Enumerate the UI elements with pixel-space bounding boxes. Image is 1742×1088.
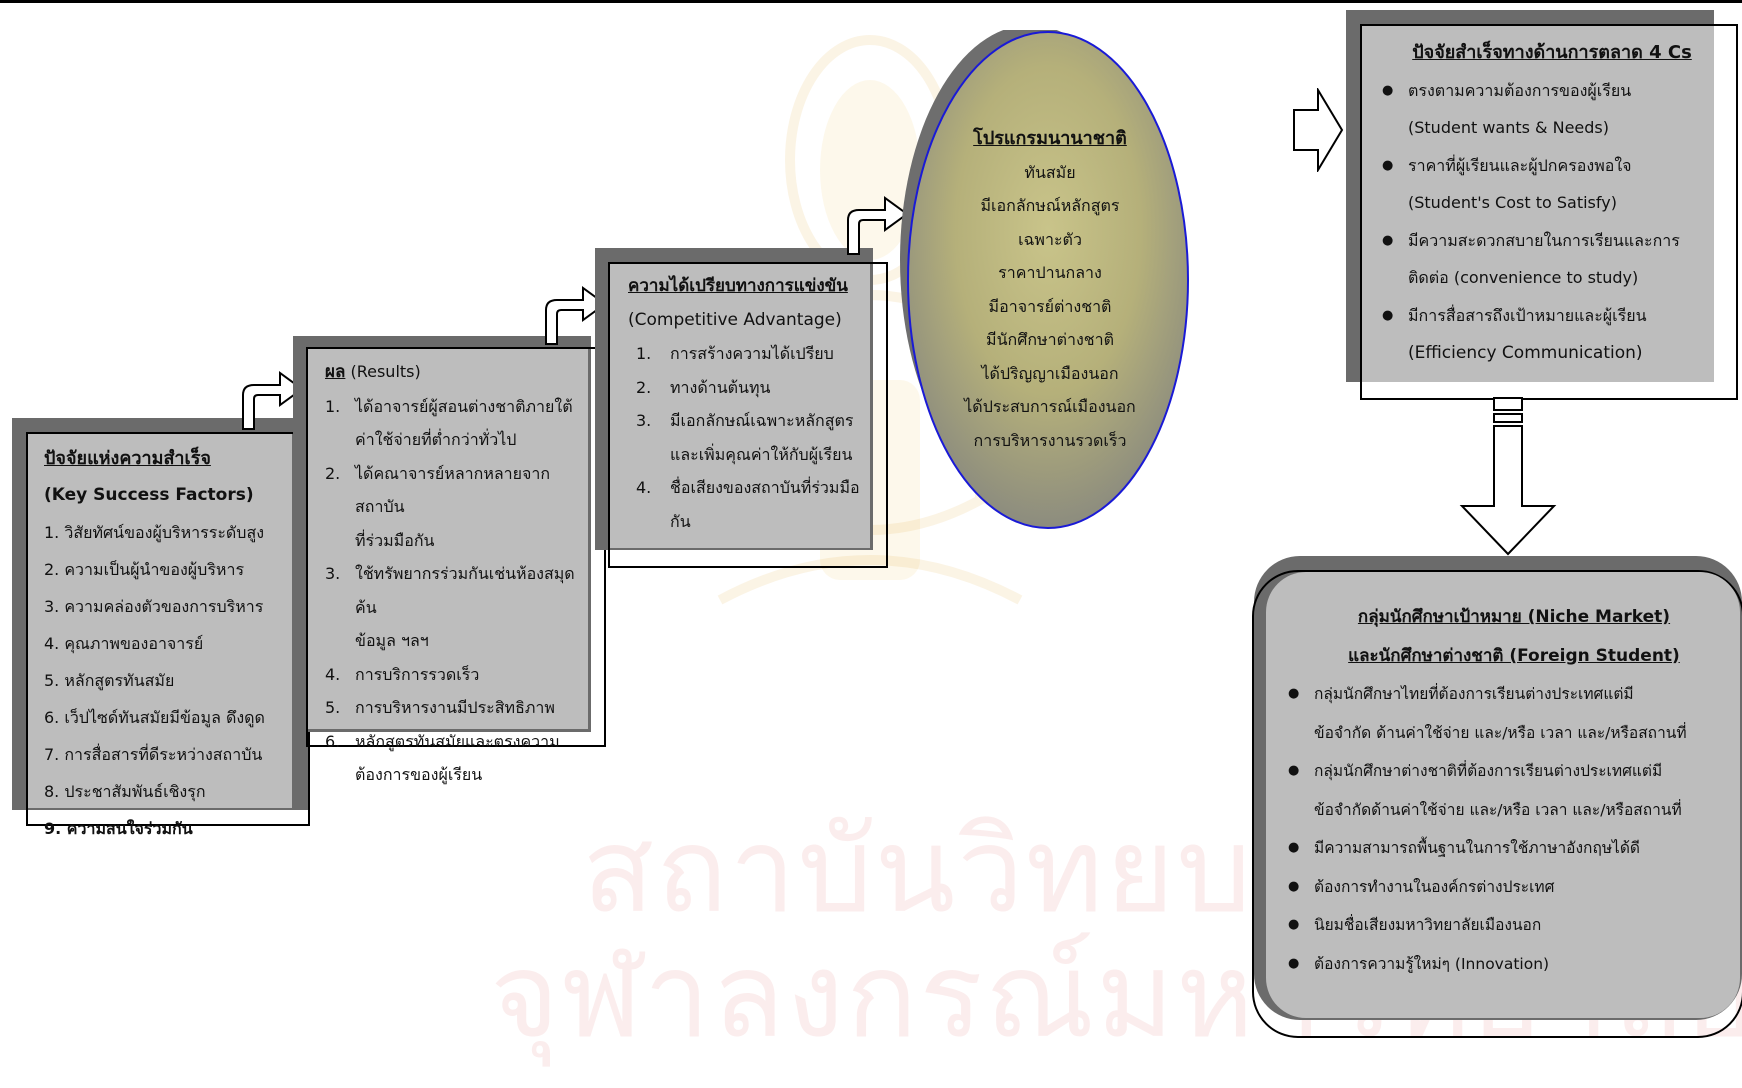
results-item: 3.ใช้ทรัพยากรร่วมกันเช่นห้องสมุด ค้นข้อม… (325, 564, 575, 650)
bent-arrow-icon (847, 196, 909, 255)
program-line: การบริหารงานรวดเร็ว (973, 430, 1127, 450)
results-item: 2.ได้คณาจารย์หลากหลายจากสถาบันที่ร่วมมือ… (325, 463, 551, 550)
niche-title2: และนักศึกษาต่างชาติ (Foreign Student) (1348, 645, 1680, 666)
program-line: ได้ปริญญาเมืองนอก (981, 363, 1119, 383)
right-arrow-icon (1293, 88, 1344, 172)
results-fill (308, 349, 588, 729)
program-line: ราคาปานกลาง (998, 263, 1102, 282)
niche-item: กลุ่มนักศึกษาไทยที่ต้องการเรียนต่างประเท… (1288, 675, 1740, 752)
ksf-content: ปัจจัยแห่งความสำเร็จ (Key Success Factor… (44, 440, 306, 847)
niche-item: ต้องการทำงานในองค์กรต่างประเทศ (1288, 868, 1740, 907)
ksf-item: 9. ความสนใจร่วมกัน (44, 819, 193, 838)
results-title: ผล (325, 362, 346, 382)
results-item: 4.การบริการรวดเร็ว (325, 664, 480, 684)
ksf-item: 1. วิสัยทัศน์ของผู้บริหารระดับสูง (44, 523, 265, 542)
results-item: 6.หลักสูตรทันสมัยและตรงความต้องการของผู้… (325, 731, 560, 785)
program-line: ทันสมัย (1024, 162, 1076, 182)
ksf-item: 7. การสื่อสารที่ดีระหว่างสถาบัน (44, 745, 263, 764)
niche-item: ต้องการความรู้ใหม่ๆ (Innovation) (1288, 945, 1740, 984)
results-item: 5.การบริหารงานมีประสิทธิภาพ (325, 698, 555, 717)
program-content: โปรแกรมนานาชาติ ทันสมัย มีเอกลักษณ์หลักส… (950, 122, 1150, 457)
niche-content: กลุ่มนักศึกษาเป้าหมาย (Niche Market) และ… (1288, 598, 1740, 983)
program-title: โปรแกรมนานาชาติ (973, 128, 1127, 149)
advantage-content: ความได้เปรียบทางการแข่งขัน (Competitive … (628, 270, 878, 538)
niche-title1: กลุ่มนักศึกษาเป้าหมาย (Niche Market) (1357, 607, 1671, 627)
bent-arrow-icon (242, 371, 304, 430)
results-content: ผล (Results) 1.ได้อาจารย์ผู้สอนต่างชาติภ… (325, 355, 595, 792)
advantage-title: ความได้เปรียบทางการแข่งขัน (628, 276, 848, 296)
results-item: 1.ได้อาจารย์ผู้สอนต่างชาติภายใต้ค่าใช้จ่… (325, 396, 573, 450)
ksf-item: 8. ประชาสัมพันธ์เชิงรุก (44, 782, 206, 801)
ksf-title: ปัจจัยแห่งความสำเร็จ (44, 448, 211, 469)
niche-frame (1252, 570, 1742, 1038)
ksf-item: 3. ความคล่องตัวของการบริหาร (44, 597, 264, 616)
ksf-fill (28, 434, 292, 808)
advantage-fill (610, 264, 870, 548)
ksf-item: 2. ความเป็นผู้นำของผู้บริหาร (44, 560, 245, 579)
advantage-frame (608, 262, 888, 568)
advantage-item: 1.การสร้างความได้เปรียบ (636, 344, 834, 363)
program-line: ได้ประสบการณ์เมืองนอก (964, 397, 1136, 416)
fourcs-content: ปัจจัยสำเร็จทางด้านการตลาด 4 Cs ตรงตามคว… (1382, 34, 1722, 373)
program-ellipse (900, 30, 1189, 529)
niche-item: กลุ่มนักศึกษาต่างชาติที่ต้องการเรียนต่าง… (1288, 752, 1740, 829)
fourcs-title: ปัจจัยสำเร็จทางด้านการตลาด 4 Cs (1412, 42, 1692, 63)
down-arrow-icon (1459, 397, 1557, 556)
program-line: มีนักศึกษาต่างชาติ (986, 330, 1114, 349)
advantage-item: 2.ทางด้านต้นทุน (636, 377, 771, 397)
advantage-item: 3.มีเอกลักษณ์เฉพาะหลักสูตรและเพิ่มคุณค่า… (636, 411, 854, 464)
fourcs-item: มีการสื่อสารถึงเป้าหมายและผู้เรียน(Effic… (1382, 297, 1722, 373)
top-rule (0, 0, 1742, 3)
program-line: เฉพาะตัว (1018, 229, 1082, 249)
fourcs-frame (1360, 24, 1738, 400)
ksf-item: 6. เว็ปไซด์ทันสมัยมีข้อมูล ดึงดูด (44, 708, 265, 727)
results-title-en: (Results) (345, 362, 421, 381)
advantage-subtitle: (Competitive Advantage) (628, 309, 842, 330)
niche-item: นิยมชื่อเสียงมหาวิทยาลัยเมืองนอก (1288, 906, 1740, 945)
ksf-item: 4. คุณภาพของอาจารย์ (44, 634, 204, 653)
advantage-item: 4.ชื่อเสียงของสถาบันที่ร่วมมือกัน (636, 478, 860, 531)
program-line: มีเอกลักษณ์หลักสูตร (980, 196, 1120, 215)
fourcs-item: ตรงตามความต้องการของผู้เรียน(Student wan… (1382, 72, 1722, 147)
ksf-item: 5. หลักสูตรทันสมัย (44, 671, 175, 690)
program-line: มีอาจารย์ต่างชาติ (988, 296, 1112, 316)
bent-arrow-icon (545, 286, 607, 345)
niche-item: มีความสามารถพื้นฐานในการใช้ภาษาอังกฤษได้… (1288, 829, 1740, 868)
fourcs-item: ราคาที่ผู้เรียนและผู้ปกครองพอใจ(Student'… (1382, 147, 1722, 222)
ksf-subtitle: (Key Success Factors) (44, 485, 254, 505)
